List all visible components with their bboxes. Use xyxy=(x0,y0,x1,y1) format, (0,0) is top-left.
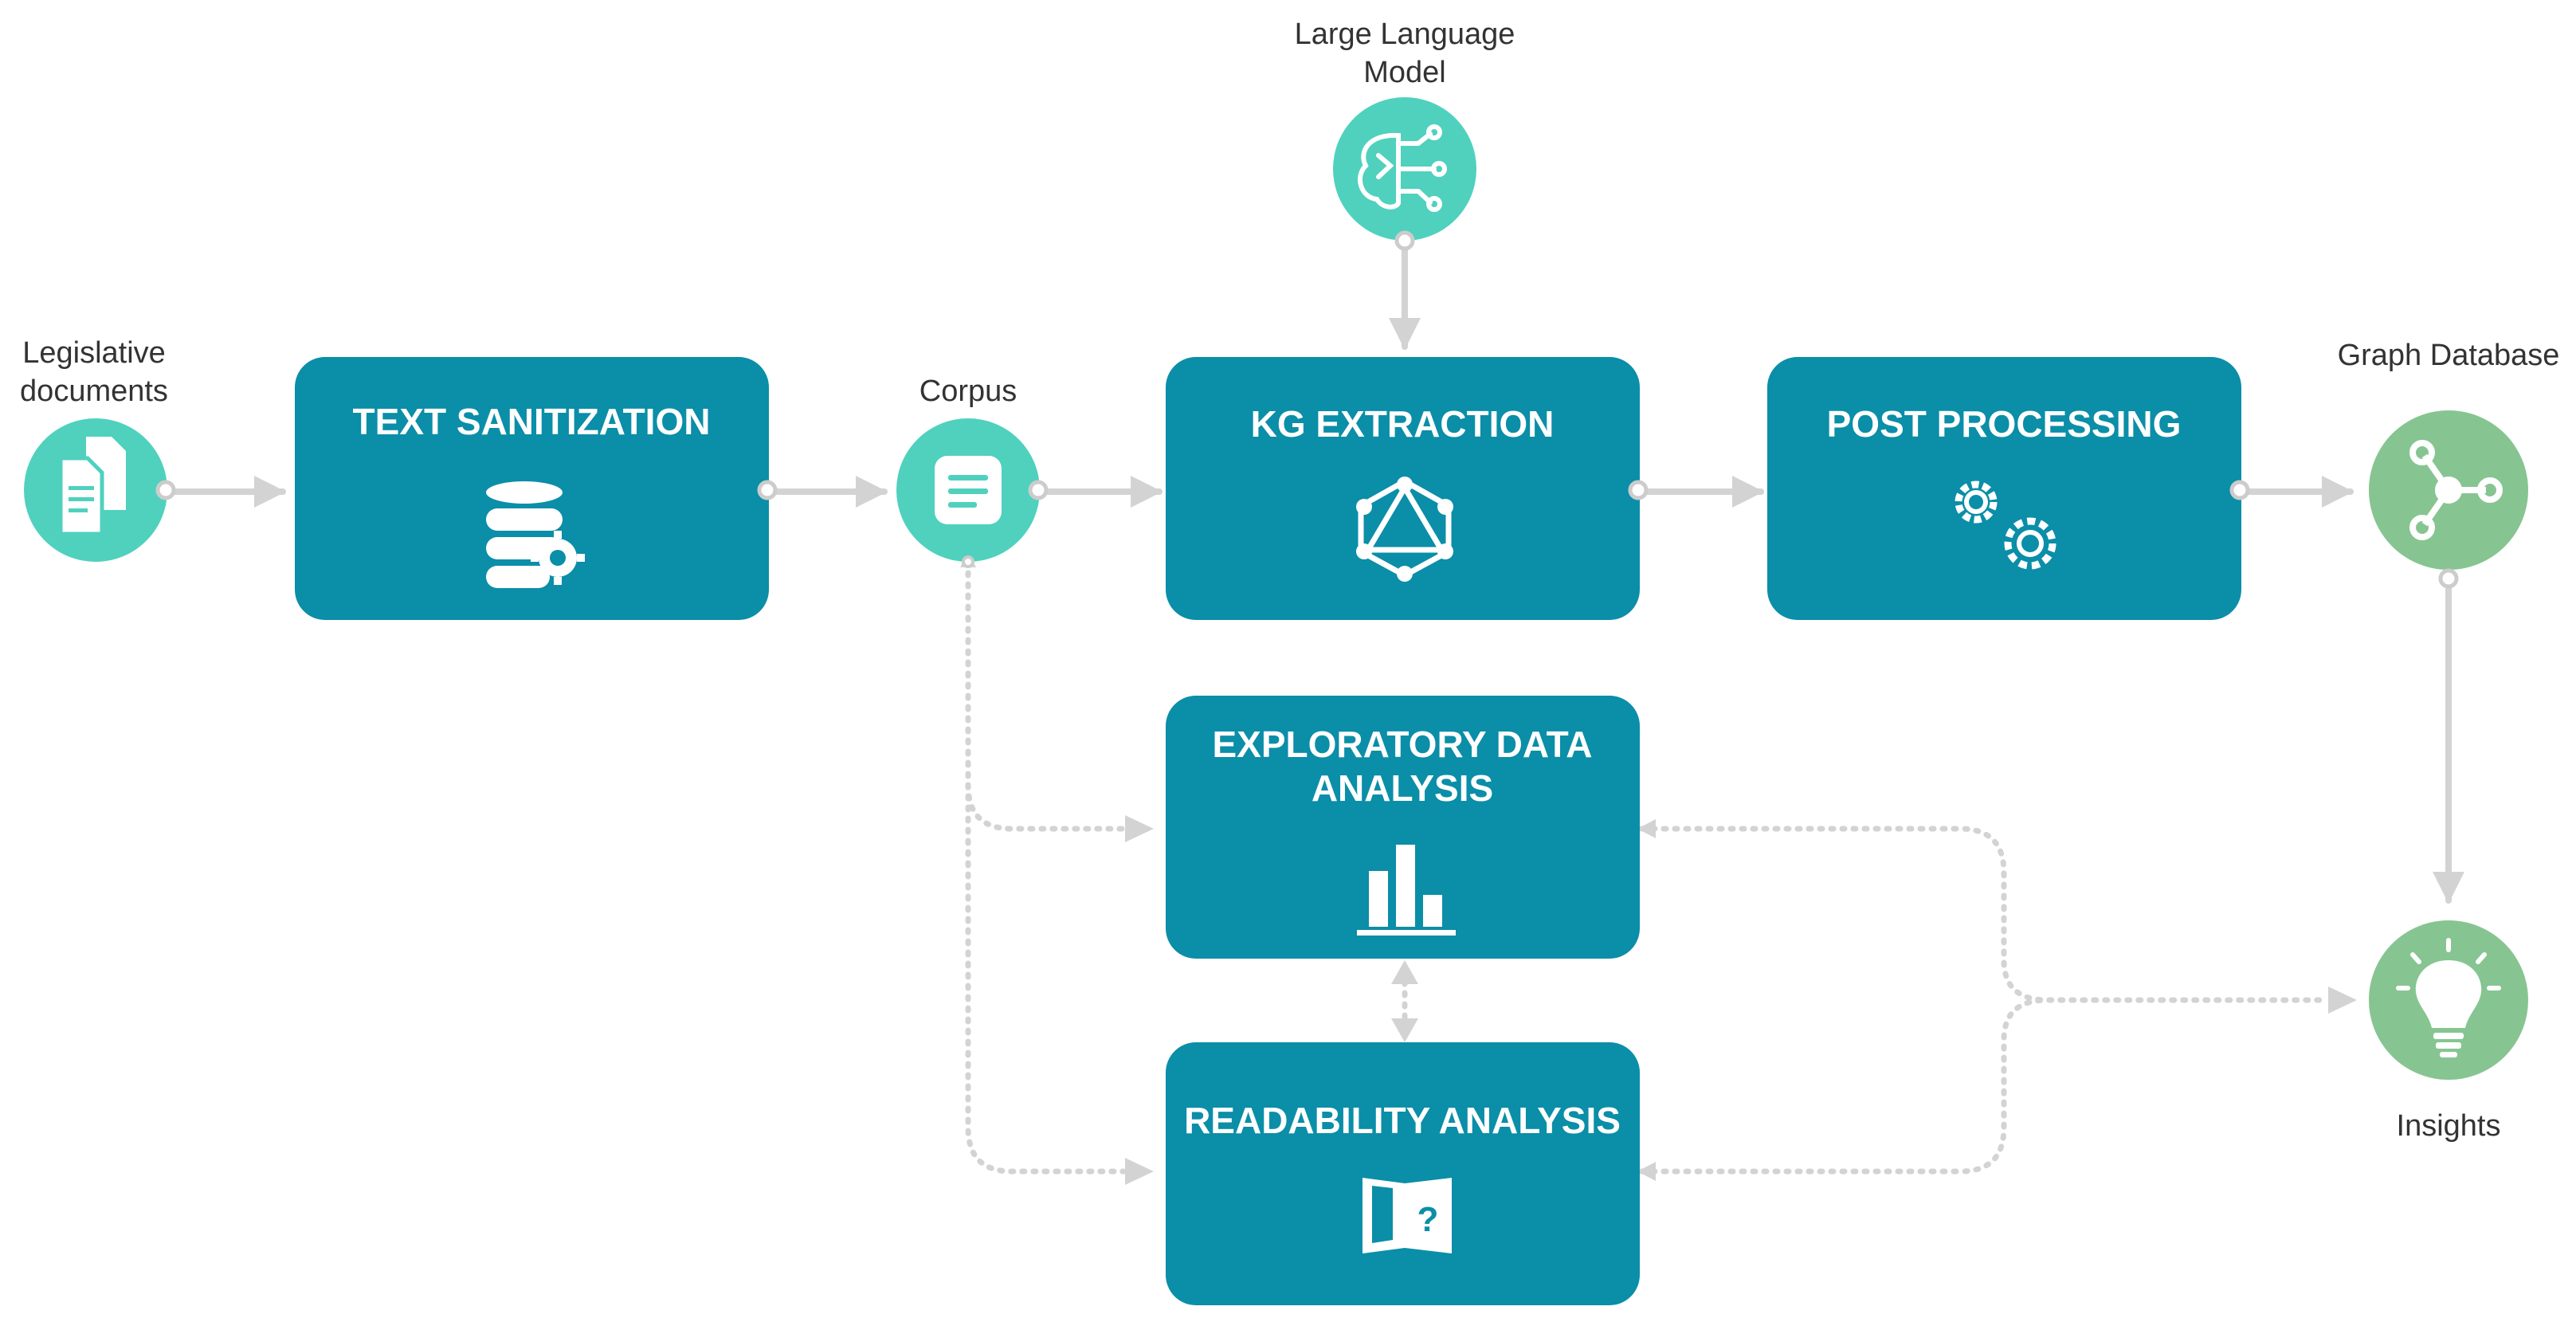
node-corpus: Corpus xyxy=(896,375,1049,568)
llm-port xyxy=(1394,230,1415,251)
graphdb-port xyxy=(2438,568,2459,589)
corpus-port xyxy=(1028,480,1049,500)
readability-title: READABILITY ANALYSIS xyxy=(1184,1100,1621,1141)
documents-label-line2: documents xyxy=(20,375,168,408)
sanitization-port xyxy=(757,480,778,500)
process-readability-analysis: READABILITY ANALYSIS ? xyxy=(1166,1042,1640,1305)
kg-extraction-title: KG EXTRACTION xyxy=(1251,403,1555,445)
eda-box xyxy=(1166,696,1640,959)
document-lines-icon xyxy=(935,456,1002,524)
book-question-icon: ? xyxy=(1362,1178,1452,1253)
process-kg-extraction: KG EXTRACTION xyxy=(1166,357,1640,620)
arrowhead-eda-up xyxy=(1391,960,1418,984)
bar-chart-icon xyxy=(1357,845,1456,936)
arrowhead-readability-back xyxy=(1637,1162,1656,1181)
database-gear-icon xyxy=(486,481,585,588)
svg-text:?: ? xyxy=(1417,1200,1439,1239)
node-graph-database: Graph Database xyxy=(2338,339,2560,589)
kg-port xyxy=(1628,480,1649,500)
post-processing-title: POST PROCESSING xyxy=(1827,403,2182,445)
text-sanitization-title: TEXT SANITIZATION xyxy=(353,401,711,442)
post-processing-box xyxy=(1767,357,2241,620)
documents-icon xyxy=(58,437,126,536)
eda-title-line1: EXPLORATORY DATA xyxy=(1212,724,1592,765)
brain-circuit-icon xyxy=(1357,124,1447,212)
llm-label-line1: Large Language xyxy=(1295,18,1515,51)
arrowhead-insights-in xyxy=(2328,987,2357,1014)
corpus-bottom-port xyxy=(962,555,974,568)
documents-port xyxy=(155,480,176,500)
eda-title-line2: ANALYSIS xyxy=(1312,767,1493,809)
process-text-sanitization: TEXT SANITIZATION xyxy=(295,357,769,620)
process-exploratory-data-analysis: EXPLORATORY DATA ANALYSIS xyxy=(1166,696,1640,959)
gears-icon xyxy=(1955,481,2056,570)
edge-readability-to-insights xyxy=(1638,997,2051,1175)
documents-label-line1: Legislative xyxy=(22,336,166,370)
llm-label-line2: Model xyxy=(1363,56,1446,89)
node-llm: Large Language Model xyxy=(1295,18,1515,251)
process-post-processing: POST PROCESSING xyxy=(1767,357,2241,620)
corpus-label: Corpus xyxy=(919,375,1017,408)
graph-share-icon xyxy=(2409,440,2503,540)
graphdb-label: Graph Database xyxy=(2338,339,2560,372)
edge-corpus-to-eda xyxy=(965,559,1127,832)
arrowhead-readability-down xyxy=(1391,1018,1418,1042)
lightbulb-icon xyxy=(2396,938,2501,1057)
arrowhead-eda-back xyxy=(1637,819,1656,838)
edge-corpus-to-readability xyxy=(965,782,1127,1175)
graph-triangle-icon xyxy=(1356,477,1453,582)
arrowhead-readability-in xyxy=(1125,1158,1154,1185)
node-legislative-documents: Legislative documents xyxy=(20,336,176,562)
readability-box xyxy=(1166,1042,1640,1305)
connectors xyxy=(164,240,2464,1185)
insights-label: Insights xyxy=(2397,1109,2501,1143)
node-insights: Insights xyxy=(2369,920,2528,1143)
arrowhead-eda-in xyxy=(1125,815,1154,842)
edge-eda-to-insights xyxy=(1638,826,2330,1003)
box-ports xyxy=(757,480,2250,500)
postprocessing-port xyxy=(2229,480,2250,500)
